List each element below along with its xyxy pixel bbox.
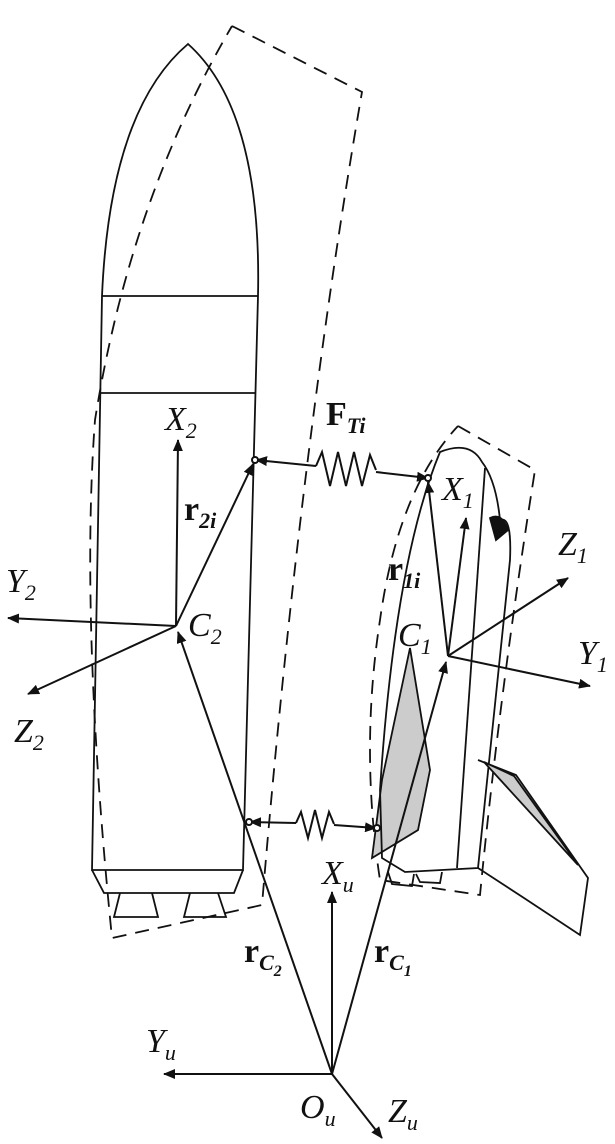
y1-axis: [447, 655, 591, 689]
label-yu: Yu: [146, 1023, 176, 1065]
nozzle-right: [182, 892, 228, 918]
label-rc2: rC2: [244, 933, 282, 980]
label-zu: Zu: [388, 1093, 418, 1135]
label-xu: Xu: [320, 855, 354, 897]
orbiter-tail-fin-shade: [483, 761, 579, 866]
orbiter-engines: [387, 871, 443, 887]
lower-spring-connection: [245, 808, 381, 842]
label-r1i: r1i: [388, 551, 421, 593]
orbiter-displaced-outline: [369, 425, 536, 897]
z2-axis: [27, 625, 177, 695]
upper-attach-point-vehicle: [251, 456, 259, 464]
launch-vehicle-body: [91, 42, 260, 871]
label-fti: FTi: [326, 396, 366, 438]
label-ou: Ou: [300, 1089, 336, 1131]
r2i-vector: [175, 463, 254, 627]
label-rc1: rC1: [374, 933, 412, 980]
label-y2: Y2: [6, 563, 36, 605]
label-c1: C1: [398, 617, 432, 659]
zu-axis: [331, 1073, 383, 1139]
z1-axis: [447, 577, 569, 657]
rc2-vector: [176, 631, 333, 1075]
launch-vehicle: [89, 25, 364, 940]
orbiter: [369, 425, 589, 937]
label-z2: Z2: [14, 713, 44, 755]
label-y1: Y1: [578, 635, 608, 677]
lower-attach-point-vehicle: [245, 818, 253, 826]
label-x1: X1: [440, 471, 474, 513]
inertial-frame-axes: [163, 631, 448, 1139]
label-x2: X2: [163, 401, 197, 443]
launch-vehicle-displaced-outline: [89, 25, 364, 940]
label-z1: Z1: [558, 526, 588, 568]
label-c2: C2: [188, 607, 222, 649]
rc1-vector: [331, 661, 448, 1075]
r1i-vector: [424, 481, 449, 657]
orbiter-body: [379, 446, 512, 873]
frame-2-axes: [7, 439, 254, 695]
orbiter-body-inner-line: [456, 467, 486, 869]
label-r2i: r2i: [184, 491, 217, 533]
upper-spring-connection: [251, 448, 432, 487]
orbiter-tail-fin: [477, 759, 589, 937]
nozzle-left: [112, 892, 160, 918]
y2-axis: [7, 613, 177, 627]
upper-attach-point-orbiter: [424, 474, 432, 482]
x1-axis: [447, 517, 470, 657]
orbiter-cockpit-tip: [488, 515, 510, 542]
x2-axis: [172, 439, 183, 627]
frame-1-axes: [424, 481, 591, 689]
lower-attach-point-orbiter: [373, 824, 381, 832]
launch-vehicle-aft-skirt: [91, 869, 244, 894]
